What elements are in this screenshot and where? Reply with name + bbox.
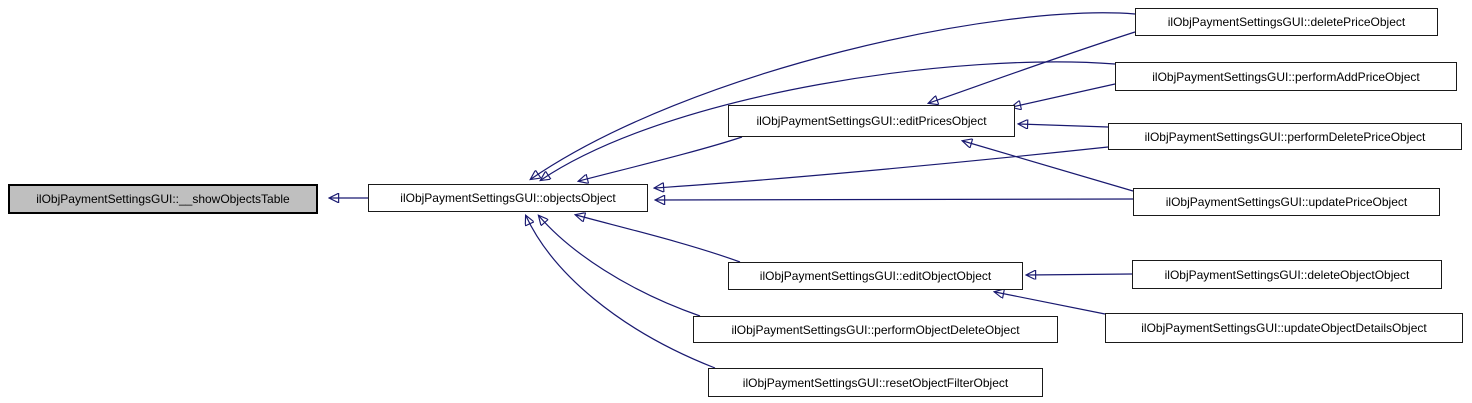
- node-edit-object-object[interactable]: ilObjPaymentSettingsGUI::editObjectObjec…: [728, 262, 1023, 290]
- edge-performDeletePriceObject-editPricesObject: [1019, 124, 1109, 127]
- node-update-price-object[interactable]: ilObjPaymentSettingsGUI::updatePriceObje…: [1133, 188, 1440, 216]
- edge-updatePriceObject-objectsObject: [656, 199, 1134, 200]
- edge-editObjectObject-objectsObject: [576, 215, 741, 263]
- node-perform-add-price-object[interactable]: ilObjPaymentSettingsGUI::performAddPrice…: [1115, 62, 1457, 91]
- edge-updatePriceObject-editPricesObject: [963, 141, 1134, 192]
- edge-deleteObjectObject-editObjectObject: [1027, 274, 1133, 275]
- edge-performObjectDeleteObject-objectsObject: [539, 216, 701, 317]
- node-perform-object-delete-object[interactable]: ilObjPaymentSettingsGUI::performObjectDe…: [693, 316, 1058, 343]
- node-edit-prices-object[interactable]: ilObjPaymentSettingsGUI::editPricesObjec…: [728, 105, 1015, 137]
- node-update-object-details-object[interactable]: ilObjPaymentSettingsGUI::updateObjectDet…: [1105, 313, 1463, 343]
- edge-performAddPriceObject-editPricesObject: [1012, 83, 1116, 107]
- node-delete-object-object[interactable]: ilObjPaymentSettingsGUI::deleteObjectObj…: [1132, 260, 1442, 289]
- node-perform-delete-price-object[interactable]: ilObjPaymentSettingsGUI::performDeletePr…: [1108, 123, 1462, 150]
- edge-performAddPriceObject-objectsObject: [541, 61, 1116, 180]
- node-reset-object-filter-object[interactable]: ilObjPaymentSettingsGUI::resetObjectFilt…: [708, 368, 1043, 397]
- node-delete-price-object[interactable]: ilObjPaymentSettingsGUI::deletePriceObje…: [1135, 8, 1438, 36]
- edge-deletePriceObject-editPricesObject: [929, 31, 1136, 103]
- edge-updateObjectDetailsObject-editObjectObject: [995, 292, 1106, 315]
- edge-performDeletePriceObject-objectsObject: [655, 146, 1109, 188]
- node-objects-object[interactable]: ilObjPaymentSettingsGUI::objectsObject: [368, 184, 648, 212]
- edge-deletePriceObject-objectsObject: [531, 12, 1136, 179]
- node-show-objects-table[interactable]: ilObjPaymentSettingsGUI::__showObjectsTa…: [8, 184, 318, 214]
- edge-editPricesObject-objectsObject: [579, 136, 743, 181]
- edge-resetObjectFilterObject-objectsObject: [526, 216, 716, 369]
